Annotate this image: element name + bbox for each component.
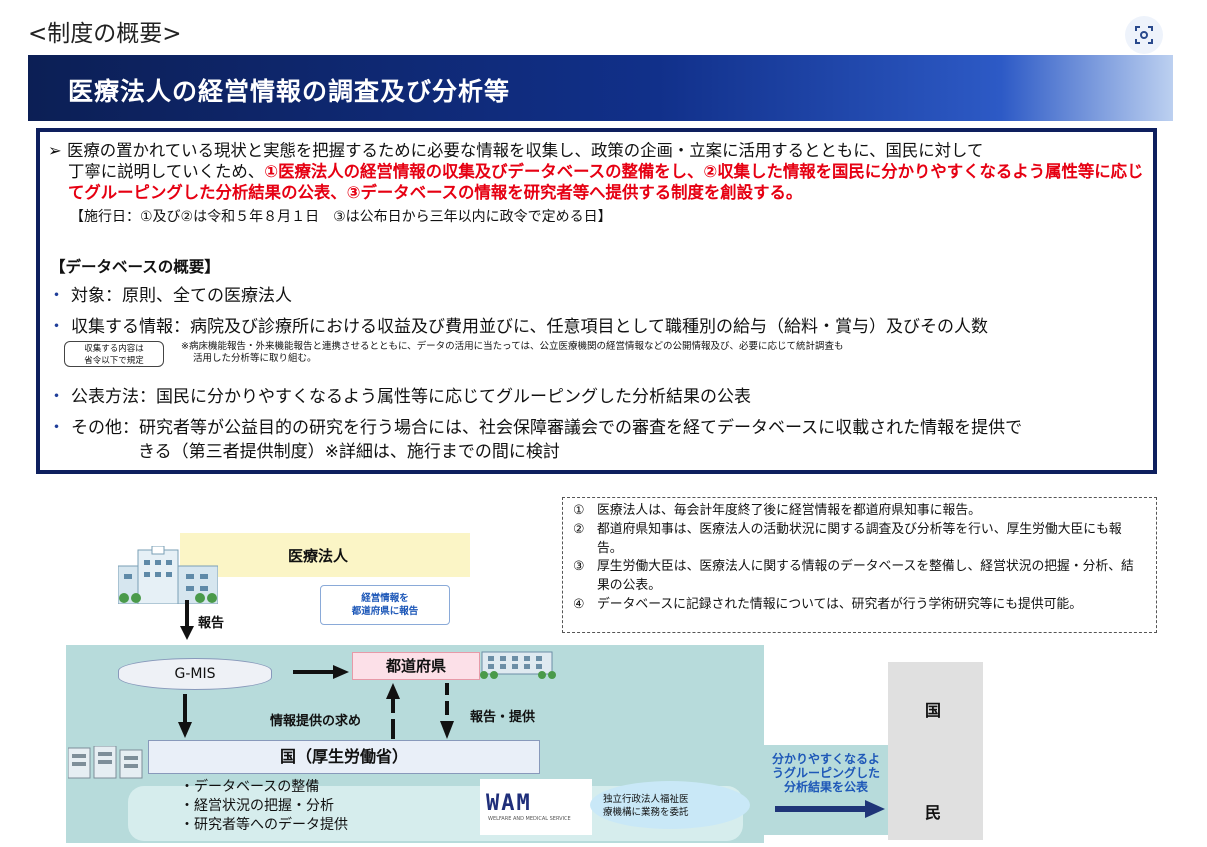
ministry-box: 国（厚生労働省） (148, 740, 540, 774)
step-number: ④ (573, 596, 585, 612)
publish-line-1: 分かりやすくなるよ (771, 752, 880, 766)
callout-line-1: 経営情報を (361, 593, 409, 604)
wam-line-2: 療機構に業務を委託 (603, 807, 689, 818)
gmis-database: G-MIS (118, 658, 272, 690)
bullet-text-cont: きる（第三者提供制度）※詳細は、施行までの間に検討 (138, 442, 560, 462)
step-number: ① (573, 503, 585, 518)
bullet-target: ・対象：原則、全ての医療法人 (48, 284, 292, 308)
report-callout: 経営情報を 都道府県に報告 (320, 585, 450, 625)
citizens-label-2: 民 (925, 803, 942, 822)
summary-box (36, 128, 1157, 474)
note-line-2: 活用した分析等に取り組む。 (193, 353, 317, 364)
intro-text: ➢ 医療の置かれている現状と実態を把握するために必要な情報を収集し、政策の企画・… (48, 140, 1146, 203)
wam-logo-box (480, 779, 592, 835)
intro-line-2: 丁寧に説明していくため、①医療法人の経営情報の収集及びデータベースの整備をし、②… (48, 161, 1146, 203)
wam-logo: WAM (486, 791, 532, 816)
task-list: ・データベースの整備 ・経営状況の把握・分析 ・研究者等へのデータ提供 (180, 778, 348, 835)
step-item: ④ データベースに記録された情報については、研究者が行う学術研究等にも提供可能。 (573, 596, 1146, 615)
ordinance-note-box: 収集する内容は 省令以下で規定 (64, 341, 164, 367)
corp-label: 医療法人 (288, 547, 349, 565)
collect-note: ※病床機能報告・外来機能報告と連携させるとともに、データの活用に当たっては、公立… (181, 341, 1141, 365)
step-text: データベースに記録された情報については、研究者が行う学術研究等にも提供可能。 (597, 596, 1083, 612)
arrow-down-icon (178, 694, 192, 742)
bullet-text: その他：研究者等が公益目的の研究を行う場合には、社会保障審議会での審査を経てデー… (71, 418, 1023, 438)
intro-red: ①医療法人の経営情報の収集及びデータベースの整備をし、②収集した情報を国民に分か… (68, 162, 1144, 202)
steps-box: ① 医療法人は、毎会計年度終了後に経営情報を都道府県知事に報告。 ② 都道府県知事は… (562, 497, 1157, 633)
bullet-publish: ・公表方法：国民に分かりやすくなるよう属性等に応じてグルーピングした分析結果の公… (48, 385, 751, 409)
step-number: ③ (573, 559, 585, 575)
intro-plain: 丁寧に説明していくため、 (68, 162, 265, 181)
step-text: 都道府県知事は、医療法人の活動状況に関する調査及び分析等を行い、厚生労働大臣にも… (597, 521, 1122, 556)
bullet-mark: ・ (48, 317, 65, 337)
report-label: 報告 (198, 616, 225, 631)
publish-label: 分かりやすくなるよ うグルーピングした 分析結果を公表 (762, 752, 890, 794)
lens-icon[interactable] (1125, 16, 1163, 54)
task-item: ・研究者等へのデータ提供 (180, 817, 348, 833)
step-text: 厚生労働大臣は、医療法人に関する情報のデータベースを整備し、経営状況の把握・分析… (597, 559, 1134, 594)
page-heading: <制度の概要> (28, 21, 182, 47)
banner-title: 医療法人の経営情報の調査及び分析等 (68, 77, 511, 106)
intro-line-1: ➢ 医療の置かれている現状と実態を把握するために必要な情報を収集し、政策の企画・… (48, 141, 984, 160)
wam-subtitle: WELFARE AND MEDICAL SERVICE (488, 816, 571, 822)
arrow-up-icon (386, 683, 400, 743)
publish-line-2: うグルーピングした (771, 766, 880, 780)
bullet-mark: ・ (48, 387, 65, 407)
arrow-down-icon (180, 600, 194, 644)
bullet-mark: ・ (48, 418, 65, 438)
bullet-text: 対象：原則、全ての医療法人 (71, 286, 292, 306)
title-banner (28, 55, 1173, 121)
hospital-icon (117, 545, 219, 608)
step-item: ① 医療法人は、毎会計年度終了後に経営情報を都道府県知事に報告。 (573, 502, 1146, 521)
bullet-collect: ・収集する情報：病院及び診療所における収益及び費用並びに、任意項目として職種別の… (48, 315, 988, 339)
publish-line-3: 分析結果を公表 (783, 780, 868, 794)
task-item: ・データベースの整備 (180, 779, 320, 795)
task-item: ・経営状況の把握・分析 (180, 798, 334, 814)
arrow-right-icon (775, 800, 885, 822)
callout-line-2: 都道府県に報告 (351, 606, 419, 617)
corp-band (180, 533, 470, 577)
note-box-line-1: 収集する内容は (84, 344, 144, 354)
bullet-text: 収集する情報：病院及び診療所における収益及び費用並びに、任意項目として職種別の給… (71, 317, 988, 337)
flow-band-extension (762, 745, 892, 835)
step-text: 医療法人は、毎会計年度終了後に経営情報を都道府県知事に報告。 (597, 503, 981, 518)
arrow-down-dashed-icon (440, 683, 454, 743)
citizens-box (888, 662, 983, 840)
info-request-label: 情報提供の求め (270, 714, 362, 729)
report-provide-label: 報告・提供 (470, 710, 536, 725)
step-item: ② 都道府県知事は、医療法人の活動状況に関する調査及び分析等を行い、厚生労働大臣に… (573, 521, 1146, 559)
note-line-1: ※病床機能報告・外来機能報告と連携させるとともに、データの活用に当たっては、公立… (181, 341, 844, 352)
prefecture-box: 都道府県 (352, 652, 480, 680)
bullet-mark: ・ (48, 286, 65, 306)
note-box-line-2: 省令以下で規定 (84, 356, 144, 366)
bullet-other: ・その他：研究者等が公益目的の研究を行う場合には、社会保障審議会での審査を経てデ… (48, 416, 1138, 464)
db-heading: 【データベースの概要】 (50, 258, 220, 276)
wam-oval (590, 781, 750, 829)
enforcement-date: 【施行日：①及び②は令和５年８月１日 ③は公布日から三年以内に政令で定める日】 (70, 209, 612, 225)
step-item: ③ 厚生労働大臣は、医療法人に関する情報のデータベースを整備し、経営状況の把握・分… (573, 558, 1146, 596)
building-icon (67, 745, 146, 784)
citizens-label-1: 国 (925, 701, 942, 720)
wam-delegation-text: 独立行政法人福祉医 療機構に業務を委託 (603, 793, 689, 819)
building-icon (480, 650, 560, 684)
wam-line-1: 独立行政法人福祉医 (603, 794, 689, 805)
arrow-right-icon (293, 664, 349, 683)
step-number: ② (573, 521, 585, 537)
bullet-text: 公表方法：国民に分かりやすくなるよう属性等に応じてグルーピングした分析結果の公表 (71, 387, 751, 407)
